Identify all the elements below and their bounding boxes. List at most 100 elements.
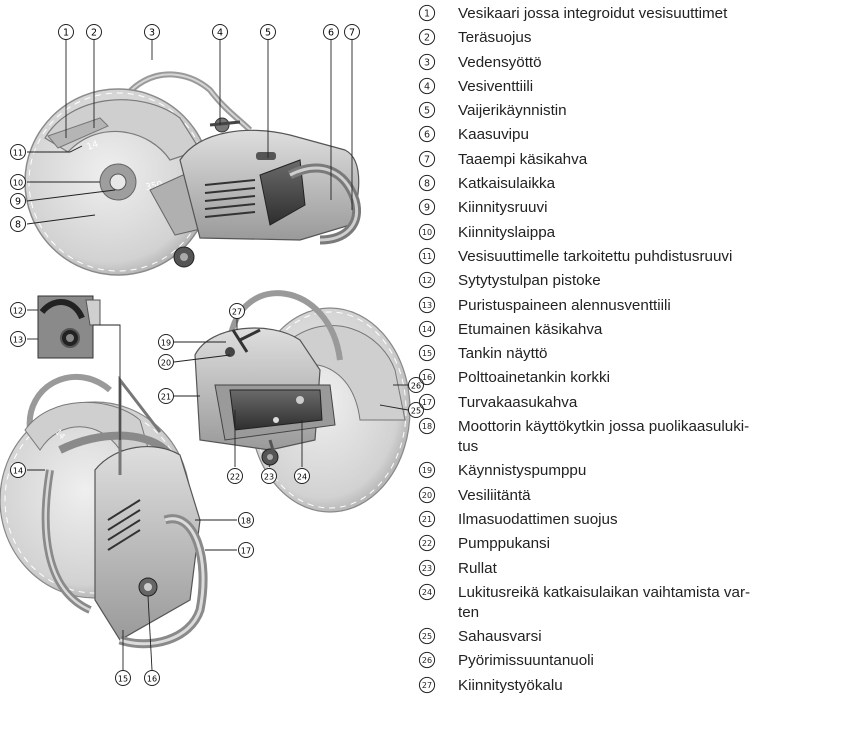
callout-10: 10 [11,175,26,190]
legend-item: 21 Ilmasuodattimen suojus [418,510,864,530]
callout-27: 27 [230,304,245,319]
svg-text:26: 26 [422,656,432,665]
legend-item: 18 Moottorin käyttökytkin jossa puolikaas… [418,417,864,457]
legend-text: Turvakaasukahva [458,393,864,413]
callout-21: 21 [159,389,174,404]
callout-11: 11 [11,145,26,160]
legend-number: 21 [418,510,438,528]
svg-text:13: 13 [13,336,23,345]
callout-24: 24 [295,469,310,484]
legend-number: 23 [418,559,438,577]
legend-text: Teräsuojus [458,28,864,48]
legend-text: Tankin näyttö [458,344,864,364]
svg-text:12: 12 [422,276,432,285]
svg-text:24: 24 [297,473,307,482]
legend-text: Lukitusreikä katkaisulaikan vaihtamista … [458,583,864,623]
svg-text:20: 20 [161,359,171,368]
callout-12: 12 [11,303,26,318]
svg-text:25: 25 [422,632,432,641]
legend-number: 1 [418,4,438,22]
legend-text: Vesiventtiili [458,77,864,97]
legend-text: Ilmasuodattimen suojus [458,510,864,530]
legend-number: 26 [418,651,438,669]
legend-text: Vaijerikäynnistin [458,101,864,121]
legend-number: 6 [418,125,438,143]
legend-item: 8Katkaisulaikka [418,174,864,194]
legend-item: 5 Vaijerikäynnistin [418,101,864,121]
callout-16: 16 [145,671,160,686]
cut-off-saw-illustration: 14 350 [0,0,430,751]
svg-text:8: 8 [15,220,21,231]
svg-text:6: 6 [328,28,334,39]
svg-text:8: 8 [424,179,430,190]
legend-item: 25 Sahausvarsi [418,627,864,647]
callout-20: 20 [159,355,174,370]
svg-text:27: 27 [232,308,242,317]
svg-text:12: 12 [13,307,23,316]
legend-item: 15 Tankin näyttö [418,344,864,364]
legend-item: 16 Polttoainetankin korkki [418,368,864,388]
svg-text:4: 4 [217,28,223,39]
legend-number: 17 [418,393,438,411]
legend-item: 4 Vesiventtiili [418,77,864,97]
svg-text:20: 20 [422,491,432,500]
callout-9: 9 [11,194,26,209]
svg-text:15: 15 [422,349,432,358]
callout-13: 13 [11,332,26,347]
legend-item: 2 Teräsuojus [418,28,864,48]
svg-text:24: 24 [422,588,432,597]
svg-text:17: 17 [241,547,251,556]
legend-item: 17 Turvakaasukahva [418,393,864,413]
svg-text:15: 15 [118,675,128,684]
svg-text:11: 11 [422,252,432,261]
legend-item: 14Etumainen käsikahva [418,320,864,340]
svg-text:18: 18 [422,422,432,431]
legend-text: Sahausvarsi [458,627,864,647]
callout-17: 17 [239,543,254,558]
svg-text:9: 9 [424,203,430,214]
legend-number: 13 [418,296,438,314]
parts-legend: 1Vesikaari jossa integroidut vesisuuttim… [418,4,864,700]
legend-item: 10Kiinnityslaippa [418,223,864,243]
legend-number: 9 [418,198,438,216]
bl-engine-body [95,447,200,640]
svg-text:5: 5 [424,106,430,117]
svg-text:14: 14 [13,467,23,476]
svg-text:7: 7 [424,154,430,165]
callout-14: 14 [11,463,26,478]
legend-text: Rullat [458,559,864,579]
legend-number: 27 [418,676,438,694]
callout-15: 15 [116,671,131,686]
legend-text: Polttoainetankin korkki [458,368,864,388]
svg-text:22: 22 [230,473,240,482]
callout-18: 18 [239,513,254,528]
callout-22: 22 [228,469,243,484]
legend-number: 12 [418,271,438,289]
callout-7: 7 [345,25,360,40]
legend-number: 16 [418,368,438,386]
legend-text: Kiinnitystyökalu [458,676,864,696]
svg-text:2: 2 [91,28,97,39]
callout-8: 8 [11,217,26,232]
legend-number: 25 [418,627,438,645]
legend-item: 24 Lukitusreikä katkaisulaikan vaihtamist… [418,583,864,623]
callout-2: 2 [87,25,102,40]
legend-text: Puristuspaineen alennusventtiili [458,296,864,316]
svg-text:3: 3 [424,57,430,68]
callout-23: 23 [262,469,277,484]
legend-text: Vesiliitäntä [458,486,864,506]
svg-text:23: 23 [422,564,432,573]
svg-text:2: 2 [424,33,430,44]
legend-number: 19 [418,461,438,479]
legend-text: Moottorin käyttökytkin jossa puolikaasul… [458,417,864,457]
legend-text: Kiinnityslaippa [458,223,864,243]
svg-text:4: 4 [424,81,430,92]
svg-text:21: 21 [422,515,432,524]
legend-number: 20 [418,486,438,504]
